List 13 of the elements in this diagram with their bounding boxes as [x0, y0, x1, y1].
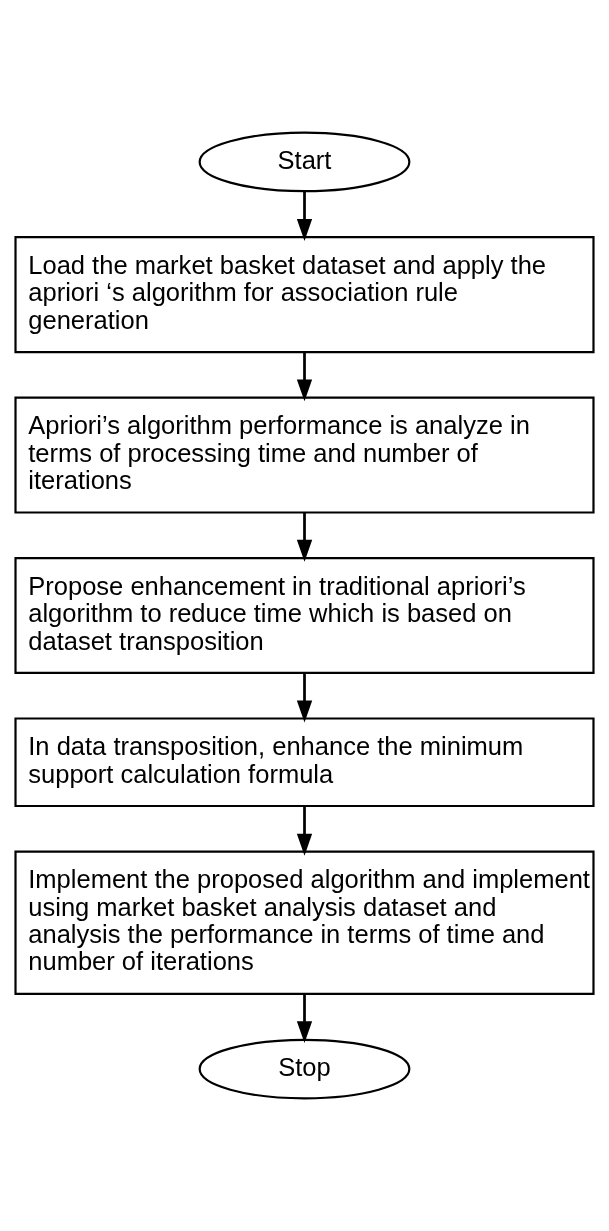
- arrow: [296, 191, 313, 241]
- arrow: [296, 806, 313, 856]
- arrow: [296, 352, 313, 402]
- node-box: Propose enhancement in traditional apriori’s algorithm to reduce time which is based on dataset transposition: [14, 556, 595, 674]
- arrow: [296, 994, 313, 1044]
- node-box: Load the market basket dataset and apply the apriori ‘s algorithm for association rule generation: [14, 236, 595, 354]
- node-ellipse: Start: [198, 131, 411, 193]
- node-box: Apriori’s algorithm performance is analyze in terms of processing time and number of iterations: [14, 396, 595, 514]
- arrow: [296, 673, 313, 723]
- arrow: [296, 512, 313, 562]
- node-box: Implement the proposed algorithm and implement using market basket analysis dataset and analysis the performance in terms of time and number of iterations: [14, 850, 595, 995]
- node-box: In data transposition, enhance the minimum support calculation formula: [14, 717, 595, 808]
- node-ellipse: Stop: [198, 1038, 411, 1100]
